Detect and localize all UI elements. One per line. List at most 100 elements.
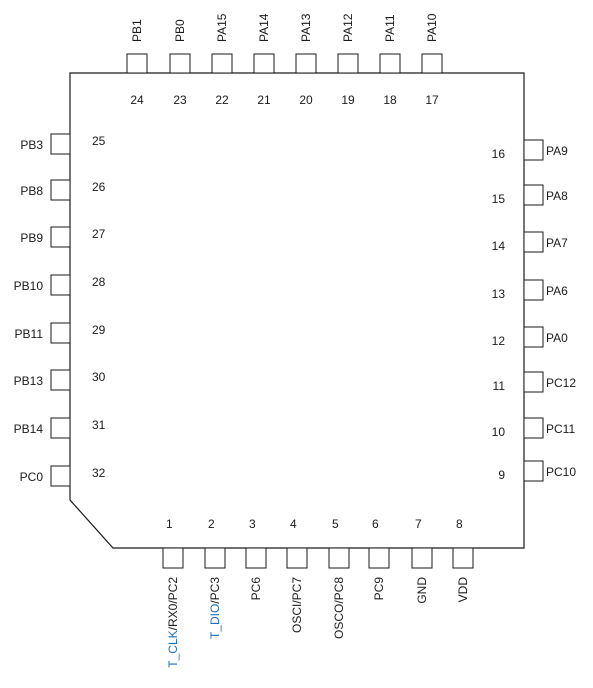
- pin-pad-right: [523, 279, 544, 301]
- pin-number: 24: [130, 93, 144, 107]
- pin-number: 13: [492, 287, 506, 301]
- pin-pad-left: [50, 133, 71, 155]
- pin-label: VDD: [456, 577, 470, 603]
- pin-pad-top: [211, 53, 233, 74]
- pin-number: 14: [492, 239, 506, 253]
- pin-label: PC10: [546, 465, 576, 479]
- pin-label-rest: PC9: [372, 577, 386, 601]
- pin-label: PC11: [546, 422, 575, 436]
- pin-label: PC12: [546, 376, 576, 390]
- pin-label: PC6: [249, 577, 263, 601]
- pin-number: 25: [92, 134, 106, 148]
- pin-number: 9: [498, 468, 505, 482]
- pin-pad-left: [50, 274, 71, 296]
- pin-number: 26: [92, 180, 106, 194]
- pin-number: 32: [92, 466, 106, 480]
- pin-pad-left: [50, 179, 71, 201]
- pin-label-rest: OSCI/PC7: [290, 577, 304, 633]
- pin-label: PB13: [14, 374, 44, 388]
- pin-label: GND: [415, 577, 429, 604]
- pin-pad-right: [523, 139, 544, 161]
- pin-pad-left: [50, 226, 71, 248]
- pin-label: PB11: [15, 327, 44, 341]
- pin-pad-bottom: [204, 547, 226, 569]
- pin-number: 2: [208, 517, 215, 531]
- pin-label: OSCO/PC8: [332, 577, 346, 639]
- pin-number: 31: [92, 418, 106, 432]
- pin-pad-right: [523, 231, 544, 253]
- pin-label: PB8: [20, 184, 43, 198]
- chip-body: [69, 72, 525, 549]
- pin-pad-bottom: [286, 547, 308, 569]
- pin-label: PB14: [14, 422, 44, 436]
- pin-number: 8: [456, 517, 463, 531]
- pin-number: 17: [425, 93, 439, 107]
- pin-pad-right: [523, 417, 544, 439]
- pin-number: 15: [492, 192, 506, 206]
- pin-pad-left: [50, 322, 71, 344]
- pin-number: 7: [415, 517, 422, 531]
- pin-pad-bottom: [328, 547, 350, 569]
- pin-pad-bottom: [162, 547, 184, 569]
- pin-label-highlight: T_DIO: [208, 604, 222, 639]
- pin-number: 29: [92, 323, 106, 337]
- pin-pad-top: [169, 53, 191, 74]
- pin-pad-left: [50, 465, 71, 487]
- pin-label: OSCI/PC7: [290, 577, 304, 633]
- pin-pad-top: [421, 53, 443, 74]
- pin-pad-right: [523, 460, 544, 482]
- pin-label: PC0: [20, 470, 44, 484]
- pin-label: PA7: [546, 236, 568, 250]
- pin-label: PB9: [20, 231, 43, 245]
- pin-pad-top: [126, 53, 148, 74]
- pin-label-rest: VDD: [456, 577, 470, 603]
- pin-pad-right: [523, 184, 544, 206]
- pin-label: PA10: [425, 13, 439, 42]
- pin-number: 3: [249, 517, 256, 531]
- pin-number: 11: [493, 379, 506, 393]
- pin-number: 23: [173, 93, 187, 107]
- pin-number: 22: [215, 93, 229, 107]
- pin-number: 12: [492, 334, 506, 348]
- pin-number: 1: [166, 517, 173, 531]
- pin-label: T_CLK/RX0/PC2: [166, 577, 180, 668]
- pin-label: PA12: [341, 13, 355, 42]
- pin-number: 6: [372, 517, 379, 531]
- pin-label: PB3: [20, 138, 43, 152]
- pin-label: PA15: [215, 13, 229, 42]
- pin-label: PA9: [546, 144, 568, 158]
- pin-pad-bottom: [245, 547, 267, 569]
- pin-label: T_DIO/PC3: [208, 577, 222, 639]
- pin-label: PB0: [173, 19, 187, 42]
- pin-pad-right: [523, 326, 544, 348]
- pin-label: PB10: [14, 279, 44, 293]
- pin-pad-top: [379, 53, 401, 74]
- pin-pad-left: [50, 369, 71, 391]
- pin-label-rest: GND: [415, 577, 429, 604]
- pin-number: 10: [492, 425, 506, 439]
- pin-label: PA0: [546, 331, 568, 345]
- pin-pad-top: [253, 53, 275, 74]
- pin-label-rest: /PC3: [208, 577, 222, 604]
- pin-number: 5: [332, 517, 339, 531]
- pin-label-rest: PC6: [249, 577, 263, 601]
- pin-pad-bottom: [411, 547, 433, 569]
- pin-number: 21: [257, 93, 271, 107]
- pin-label-rest: /RX0/PC2: [166, 577, 180, 631]
- pin-number: 16: [492, 147, 506, 161]
- pin-number: 28: [92, 275, 106, 289]
- pin-label: PC9: [372, 577, 386, 601]
- pin-number: 20: [299, 93, 313, 107]
- pin-pad-bottom: [368, 547, 390, 569]
- pin-pad-top: [295, 53, 317, 74]
- pin-label-rest: OSCO/PC8: [332, 577, 346, 639]
- pin-label-highlight: T_CLK: [166, 630, 180, 667]
- pin-number: 27: [92, 227, 106, 241]
- pin-label: PA13: [299, 13, 313, 42]
- pin-label: PA14: [257, 13, 271, 42]
- pin-pad-bottom: [452, 547, 474, 569]
- pin-label: PA6: [546, 284, 568, 298]
- pin-pad-left: [50, 417, 71, 439]
- pin-number: 4: [290, 517, 297, 531]
